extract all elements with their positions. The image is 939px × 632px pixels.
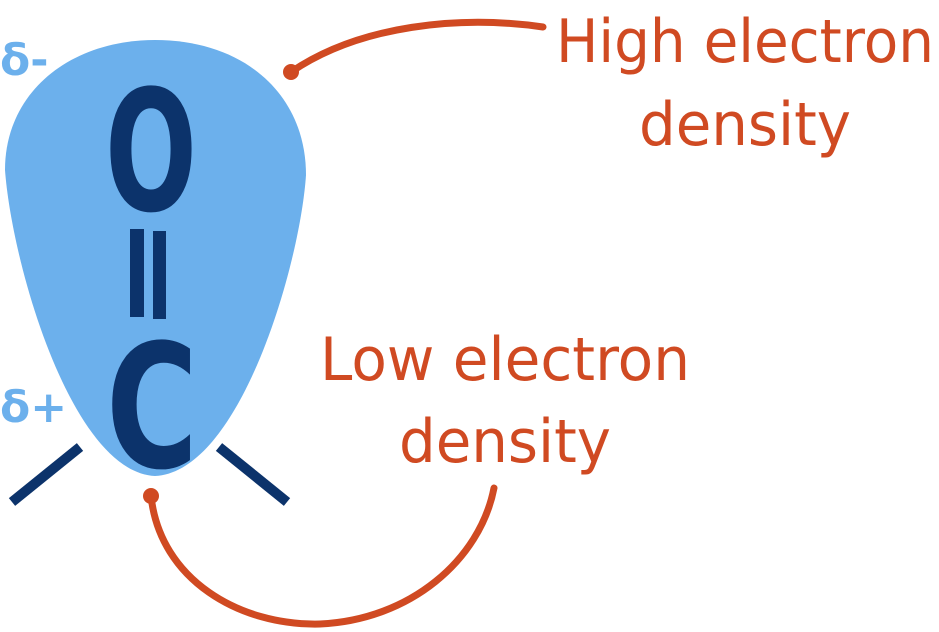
- carbon-atom: C: [106, 307, 198, 508]
- oxygen-atom: O: [105, 54, 197, 250]
- double-bond-line-1: [130, 229, 144, 317]
- high-density-label-line1: High electron: [556, 7, 934, 77]
- low-density-pointer-dot: [143, 488, 159, 504]
- bond-right: [215, 443, 291, 506]
- low-density-label-line2: density: [399, 407, 611, 477]
- partial-positive-charge: δ+: [0, 382, 67, 433]
- high-density-arrow: [287, 18, 547, 76]
- high-density-pointer-dot: [283, 64, 299, 80]
- double-bond-line-2: [153, 231, 166, 319]
- high-density-label-line2: density: [639, 90, 851, 160]
- low-density-arrow: [147, 484, 498, 628]
- partial-negative-charge: δ-: [0, 35, 49, 86]
- low-density-label-line1: Low electron: [320, 325, 690, 395]
- bond-left: [8, 443, 84, 506]
